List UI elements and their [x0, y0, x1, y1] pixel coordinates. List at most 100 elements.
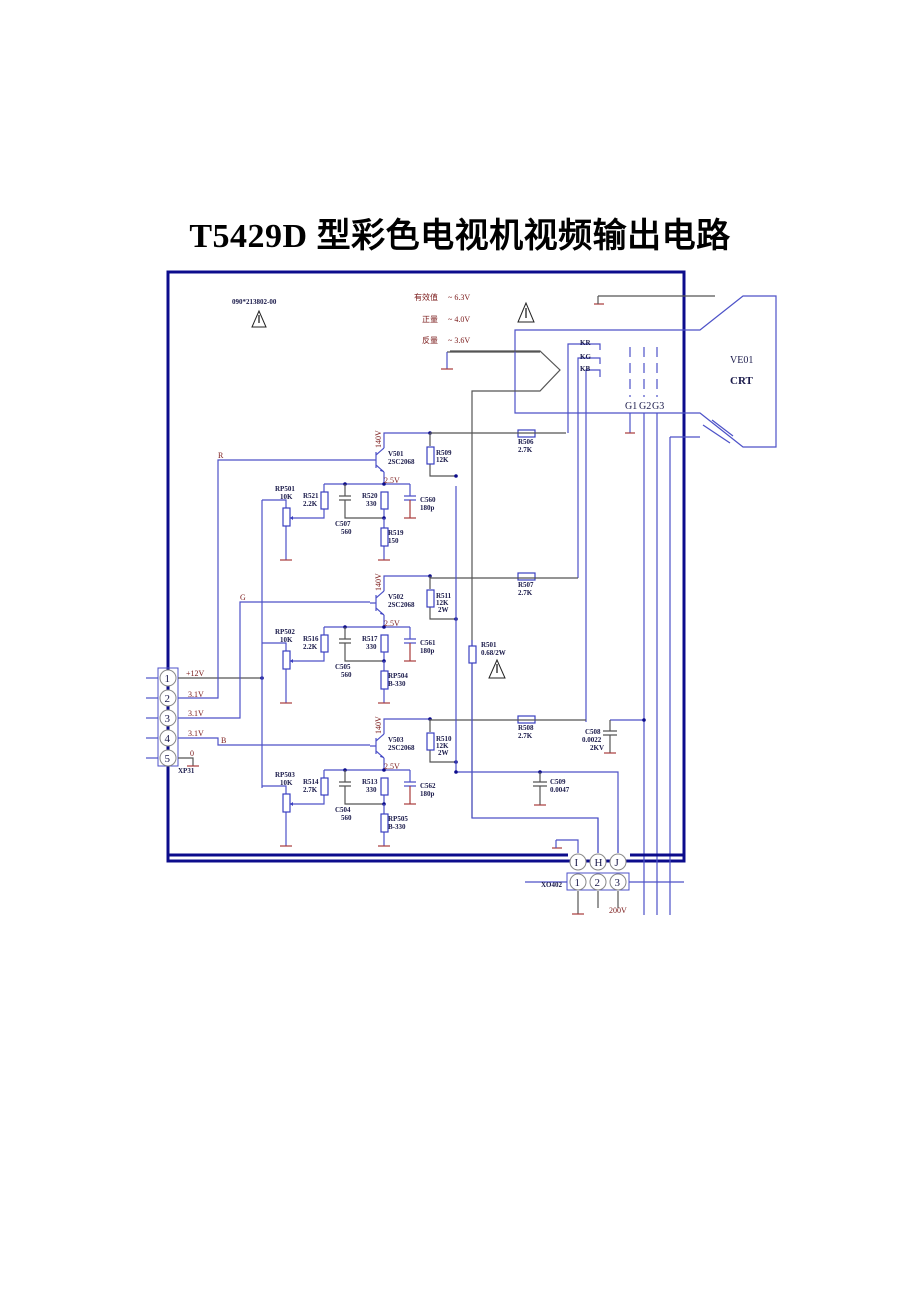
wiper-arrow [290, 802, 293, 806]
component-value: 0.0022 [582, 736, 602, 744]
emitter-resistor [380, 777, 389, 796]
base-resistor [320, 777, 329, 796]
connector-ref: XO402 [541, 881, 563, 889]
video-amp-stage-r: 140VV5012SC2068R50912KR5062.7K2.5VR5212.… [262, 429, 536, 561]
collector-wire [383, 718, 430, 734]
note-value: ~ 4.0V [448, 315, 470, 324]
connector-pin [609, 873, 627, 891]
load-wire [429, 433, 456, 477]
component-value: 10K [280, 493, 293, 501]
potentiometer [282, 507, 291, 527]
supply-voltage: 200V [609, 906, 627, 915]
component-value: 330 [366, 786, 377, 794]
connector-pin [589, 873, 607, 891]
component-value: 12K [436, 456, 449, 464]
pin-label: 3 [615, 877, 621, 889]
component-ref: RP502 [275, 628, 295, 636]
transistor-ref: V502 [388, 593, 404, 601]
transistor-ref: V501 [388, 450, 404, 458]
component-ref: R516 [303, 635, 319, 643]
emitter-bus [324, 472, 410, 485]
warning-icon [517, 301, 535, 323]
component-ref: C508 [585, 728, 601, 736]
component-ref: C504 [335, 806, 351, 814]
video-amp-stage-b: 140VV5032SC2068R51012K2WR5082.7K2.5VR514… [262, 715, 536, 847]
pin-number: 1 [165, 673, 171, 685]
transistor-symbol [370, 590, 385, 616]
component-value: 560 [341, 671, 352, 679]
cathode-label: KG [580, 353, 591, 361]
component-ref: R510 [436, 735, 452, 743]
grid-label: G2 [639, 401, 651, 412]
collector-wire [383, 575, 430, 591]
component-ref: R509 [436, 449, 452, 457]
transistor-ref: V503 [388, 736, 404, 744]
voltage-notes: 有效值 ~ 6.3V 正量 ~ 4.0V 反量 ~ 3.6V [414, 292, 470, 345]
component-value: 2.2K [303, 500, 318, 508]
emitter-arrow [380, 469, 384, 472]
note-value: ~ 3.6V [448, 336, 470, 345]
collector-wire [383, 432, 430, 448]
note-value: ~ 6.3V [448, 293, 470, 302]
component-ref: R507 [518, 581, 534, 589]
connector-pin [569, 853, 587, 871]
channel-label: G [240, 593, 246, 602]
pin-number: 4 [165, 733, 171, 745]
component-value: 560 [341, 814, 352, 822]
connector-pin [159, 709, 177, 727]
load-wire [429, 719, 456, 763]
connector-pin [609, 853, 627, 871]
component-ref: R521 [303, 492, 319, 500]
warning-icon [251, 309, 267, 328]
component-value: 0.68/2W [481, 649, 506, 657]
emitter-resistor [380, 491, 389, 510]
note-label: 有效值 [414, 292, 438, 302]
pin-number: 3 [165, 713, 171, 725]
component-ref: C560 [420, 496, 436, 504]
component-value: 330 [366, 500, 377, 508]
pin-label: I [575, 857, 579, 869]
cathode-label: KR [580, 339, 591, 347]
grid-label: G1 [625, 401, 637, 412]
crt-ref: VE01 [730, 355, 753, 366]
pin-number: 2 [165, 693, 171, 705]
crt-name: CRT [730, 375, 754, 387]
component-ref: RP501 [275, 485, 295, 493]
base-resistor [320, 634, 329, 653]
emitter-voltage: 2.5V [384, 762, 400, 771]
pin-number: 5 [165, 753, 171, 765]
component-power: 2W [438, 749, 449, 757]
output-resistor [517, 572, 536, 581]
emitter-voltage: 2.5V [384, 619, 400, 628]
component-value: 2.2K [303, 643, 318, 651]
component-ref: R506 [518, 438, 534, 446]
component-value: 2.7K [303, 786, 318, 794]
component-ref: R513 [362, 778, 378, 786]
component-value: 12K [436, 742, 449, 750]
component-value: 180p [420, 790, 435, 798]
channel-label: R [218, 451, 224, 460]
bypass-capacitor [404, 627, 416, 644]
pot-wire [262, 499, 287, 560]
base-resistor [320, 491, 329, 510]
emitter-arrow [380, 612, 384, 615]
emitter-capacitor [339, 770, 384, 805]
component-ref: RP504 [388, 672, 408, 680]
pin-signal: 0 [190, 749, 194, 758]
connector-pin [569, 873, 587, 891]
component-value: 2.7K [518, 446, 533, 454]
collector-voltage: 140V [374, 573, 383, 591]
component-ref: C507 [335, 520, 351, 528]
potentiometer [282, 793, 291, 813]
component-ref: C509 [550, 778, 566, 786]
junction [382, 482, 386, 486]
component-power: 2W [438, 606, 449, 614]
component-ref: C505 [335, 663, 351, 671]
load-resistor [426, 589, 435, 608]
emitter-voltage: 2.5V [384, 476, 400, 485]
transistor-part: 2SC2068 [388, 458, 415, 466]
component-value: B-330 [388, 823, 406, 831]
